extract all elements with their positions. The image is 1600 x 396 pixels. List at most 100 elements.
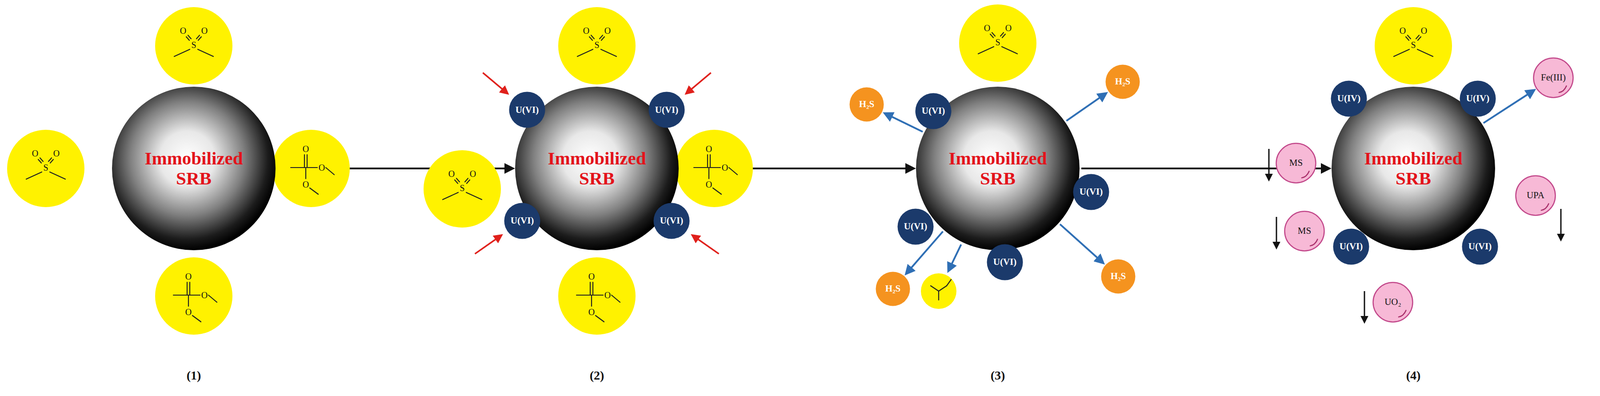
- settling-arrow: [1560, 208, 1562, 240]
- chemical-bond: [48, 157, 52, 162]
- chemical-bond: [1416, 35, 1420, 39]
- uranium-circle: U(IV): [1459, 80, 1497, 118]
- atom-label: S: [459, 183, 465, 193]
- species-disc: [504, 202, 541, 239]
- atom-label: O: [588, 272, 595, 281]
- atom-label: O: [583, 26, 590, 36]
- atom-label: O: [604, 290, 611, 300]
- structure-circle: [558, 7, 636, 85]
- sphere-body: [112, 86, 276, 251]
- chemical-bond: [708, 167, 721, 168]
- chemical-bond: [198, 36, 202, 41]
- structure-circle-fill: [1374, 7, 1452, 85]
- structure-circle: [1374, 7, 1452, 85]
- release-arrow: [948, 244, 962, 272]
- species-label: H₂S: [1115, 76, 1131, 87]
- chemical-bond: [188, 294, 200, 296]
- uranium-circle: U(VI): [896, 208, 935, 246]
- sphere-body: [916, 86, 1080, 251]
- species-label: U(VI): [510, 215, 535, 226]
- gas-circle: H₂S: [1100, 258, 1136, 295]
- atom-label: O: [32, 148, 39, 158]
- gas-circle: H₂S: [875, 271, 911, 307]
- structure-circle-fill: [675, 129, 753, 208]
- cell-label: Immobilized SRB: [538, 148, 656, 189]
- chemical-bond: [304, 154, 305, 168]
- species-label: H₂S: [885, 283, 901, 294]
- chemical-bond: [589, 36, 593, 41]
- chemical-bond: [599, 35, 603, 39]
- chemical-bond: [192, 315, 201, 322]
- precipitate-mark: [1541, 203, 1549, 211]
- structure-circle: [272, 129, 350, 208]
- structure-circle: [155, 7, 233, 85]
- adsorption-arrow: [475, 235, 502, 254]
- atom-label: O: [588, 307, 595, 317]
- chemical-bond: [708, 167, 710, 179]
- atom-label: O: [1420, 26, 1428, 36]
- chemical-bond: [325, 167, 335, 175]
- settling-arrow: [1364, 291, 1366, 323]
- species-label: U(IV): [1466, 93, 1490, 104]
- uranium-circle: U(VI): [652, 202, 691, 240]
- gas-circle: H₂S: [1104, 64, 1141, 100]
- species-disc: [508, 92, 545, 128]
- species-label: U(VI): [655, 104, 679, 116]
- release-arrow: [1060, 224, 1104, 264]
- chemical-bond: [305, 167, 307, 179]
- chemical-bond: [589, 282, 591, 296]
- species-label: U(VI): [993, 256, 1017, 268]
- chemical-bond: [174, 49, 190, 57]
- species-disc: [1533, 58, 1574, 98]
- species-disc: [1331, 80, 1368, 117]
- chemical-bond: [946, 279, 952, 286]
- cell-label: Immobilized SRB: [1355, 148, 1472, 189]
- chemical-bond: [290, 167, 306, 168]
- species-disc: [1333, 228, 1370, 265]
- gas-circle: H₂S: [848, 86, 885, 123]
- structure-circle-fill: [920, 273, 957, 309]
- chemical-bond: [196, 35, 200, 39]
- chemical-bond: [306, 154, 308, 168]
- species-label: UPA: [1526, 190, 1545, 201]
- chemical-bond: [188, 295, 189, 307]
- species-disc: [1073, 174, 1110, 211]
- chemical-bond: [186, 36, 190, 41]
- structure-circle: [423, 150, 501, 228]
- chemical-bond: [1002, 34, 1006, 38]
- chemical-bond: [1407, 35, 1411, 39]
- species-label: Fe(III): [1540, 72, 1566, 83]
- chemical-bond: [188, 35, 192, 39]
- species-label: U(IV): [1337, 93, 1361, 104]
- structure-circle: [7, 129, 85, 208]
- species-disc: [897, 208, 934, 245]
- chemical-bond: [442, 192, 459, 200]
- chemical-bond: [1393, 49, 1410, 57]
- atom-label: O: [448, 169, 455, 179]
- chemical-bond: [591, 295, 592, 307]
- precipitate-mark: [1559, 85, 1567, 93]
- release-arrow: [1066, 93, 1107, 121]
- panel-number: (3): [990, 369, 1006, 382]
- species-label: U(VI): [1079, 186, 1104, 197]
- chemical-bond: [454, 180, 458, 184]
- species-label: UO₂: [1384, 296, 1402, 308]
- species-label: MS: [1289, 157, 1303, 168]
- chemical-bond: [576, 294, 592, 296]
- adsorption-arrow: [482, 72, 508, 94]
- species-label: H₂S: [1110, 271, 1126, 282]
- species-label: H₂S: [859, 99, 875, 110]
- atom-label: O: [201, 26, 208, 36]
- species-label: U(VI): [660, 215, 684, 226]
- atom-label: O: [604, 26, 611, 36]
- atom-label: O: [984, 23, 991, 33]
- chemical-bond: [26, 172, 42, 180]
- chemical-bond: [693, 167, 709, 168]
- structure-circle-fill: [423, 150, 501, 228]
- species-disc: [653, 202, 690, 239]
- uranium-circle: U(VI): [503, 202, 541, 240]
- uranium-circle: U(VI): [914, 92, 952, 130]
- chemical-bond: [601, 36, 605, 41]
- chemical-bond: [990, 34, 994, 38]
